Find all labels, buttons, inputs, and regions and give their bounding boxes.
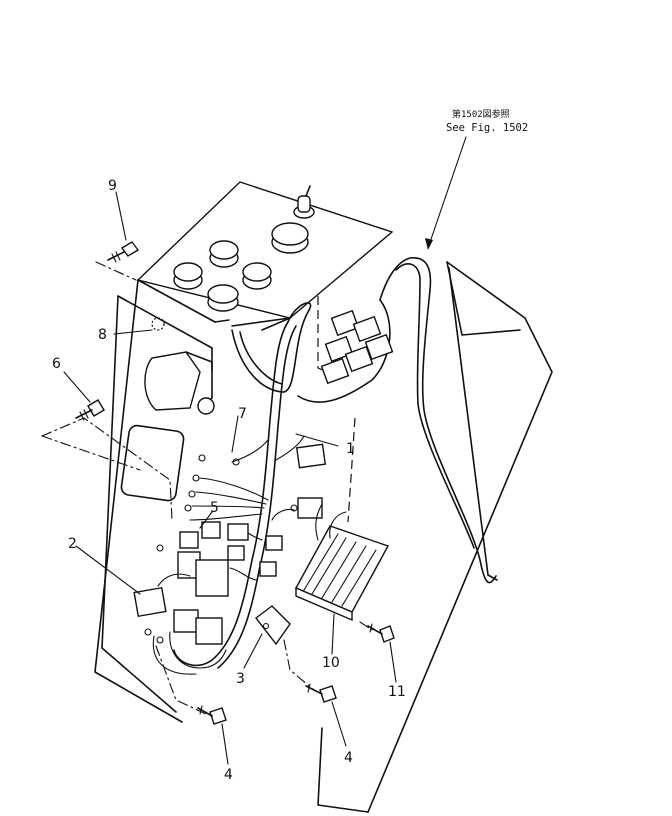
console-box [94,181,394,723]
fuse-box [295,503,390,622]
connector-d [265,535,283,551]
key-switch [271,222,309,254]
toggle-switch [293,185,315,219]
cover-panel [317,261,553,813]
connector-block-upper [320,309,394,385]
relay-4 [195,617,223,645]
connector-c [227,523,249,541]
callout-2: 2 [68,536,77,552]
relay-2 [195,559,229,597]
switch-knob-3 [242,262,272,290]
callout-9: 9 [108,178,117,194]
console-top-face [136,181,394,319]
buzzer [144,317,215,415]
reference-note-en: See Fig. 1502 [446,122,528,134]
upper-harness [231,257,497,584]
relay-3 [173,609,199,633]
panel-cutout [120,424,185,502]
callout-7: 7 [238,406,247,422]
bolt-4-right [305,683,337,703]
reference-leader [427,136,467,249]
switch-knob-1 [173,262,203,290]
relay-socket-2 [201,521,221,539]
switch-knob-2 [209,240,239,268]
reference-note-jp: 第1502図参照 [452,108,510,120]
reference-arrowhead [425,238,433,250]
callouts: 1 2 3 4 4 5 6 7 8 9 10 11 [52,178,406,783]
callout-3: 3 [236,671,245,687]
assembly-lines [41,261,373,715]
main-harness [144,321,327,669]
callout-11: 11 [388,684,406,700]
bolt-11 [367,623,395,643]
connector-b [297,497,323,519]
callout-4-right: 4 [344,750,353,766]
relays [152,521,229,675]
relay-socket-1 [179,531,199,549]
bracket [255,605,291,646]
bolt-9 [107,241,140,263]
connector-f [227,545,245,561]
connector-a [295,443,327,469]
switch-knob-4 [207,284,239,312]
callout-4-left: 4 [224,767,233,783]
top-switches [173,185,315,312]
leader-lines [63,191,397,765]
callout-6: 6 [52,356,61,372]
callout-5: 5 [210,500,219,516]
callout-8: 8 [98,327,107,343]
connector-e [259,561,277,577]
bolt-6 [75,399,105,421]
callout-1: 1 [346,441,355,457]
flasher-unit [133,573,191,618]
callout-10: 10 [322,655,340,671]
bolt-4-left [197,705,227,725]
